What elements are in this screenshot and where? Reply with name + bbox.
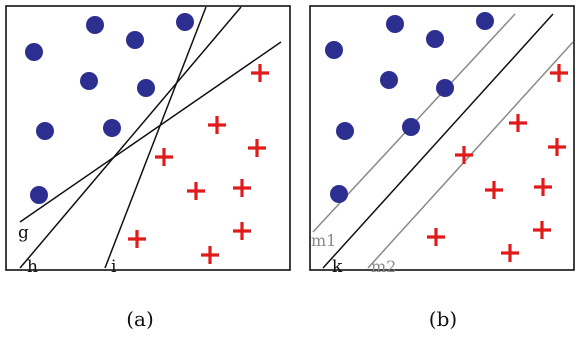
plus-marker bbox=[533, 221, 551, 239]
panel-a-frame bbox=[5, 5, 291, 271]
line-g bbox=[19, 41, 282, 223]
line-m2-label: m2 bbox=[371, 257, 396, 276]
dot-marker bbox=[86, 16, 104, 34]
plus-marker bbox=[251, 64, 269, 82]
dot-marker bbox=[137, 79, 155, 97]
line-k-label: k bbox=[332, 257, 343, 277]
plus-marker bbox=[155, 148, 173, 166]
dot-marker bbox=[386, 15, 404, 33]
plus-marker bbox=[187, 182, 205, 200]
dot-marker bbox=[325, 41, 343, 59]
panel-a-caption: (a) bbox=[126, 307, 154, 331]
panel-a: g h i bbox=[5, 5, 291, 277]
dot-marker bbox=[402, 118, 420, 136]
plus-marker bbox=[485, 181, 503, 199]
dot-marker bbox=[330, 185, 348, 203]
line-m1-label: m1 bbox=[311, 231, 336, 250]
panel-b-caption: (b) bbox=[428, 307, 458, 331]
plus-marker bbox=[455, 146, 473, 164]
plus-marker bbox=[501, 244, 519, 262]
dot-marker bbox=[476, 12, 494, 30]
plus-marker bbox=[427, 228, 445, 246]
line-g-label: g bbox=[18, 223, 29, 243]
dot-marker bbox=[36, 122, 54, 140]
plus-marker bbox=[509, 114, 527, 132]
plus-marker bbox=[248, 139, 266, 157]
dot-marker bbox=[25, 43, 43, 61]
dot-marker bbox=[103, 119, 121, 137]
dot-marker bbox=[80, 72, 98, 90]
line-k bbox=[322, 13, 554, 269]
plus-marker bbox=[548, 138, 566, 156]
plus-marker bbox=[201, 246, 219, 264]
plus-marker bbox=[550, 64, 568, 82]
line-h bbox=[19, 6, 242, 269]
plus-marker bbox=[534, 178, 552, 196]
dot-marker bbox=[126, 31, 144, 49]
panel-b-frame bbox=[309, 5, 575, 271]
line-i bbox=[104, 6, 207, 269]
dot-marker bbox=[436, 79, 454, 97]
plus-marker bbox=[128, 230, 146, 248]
plus-marker bbox=[233, 179, 251, 197]
line-i-label: i bbox=[111, 257, 117, 277]
dot-marker bbox=[426, 30, 444, 48]
dot-marker bbox=[176, 13, 194, 31]
plus-marker bbox=[233, 222, 251, 240]
dot-marker bbox=[30, 186, 48, 204]
dot-marker bbox=[380, 71, 398, 89]
line-h-label: h bbox=[27, 257, 38, 277]
panel-b: m1 k m2 bbox=[309, 5, 575, 277]
dot-marker bbox=[336, 122, 354, 140]
plus-marker bbox=[208, 116, 226, 134]
